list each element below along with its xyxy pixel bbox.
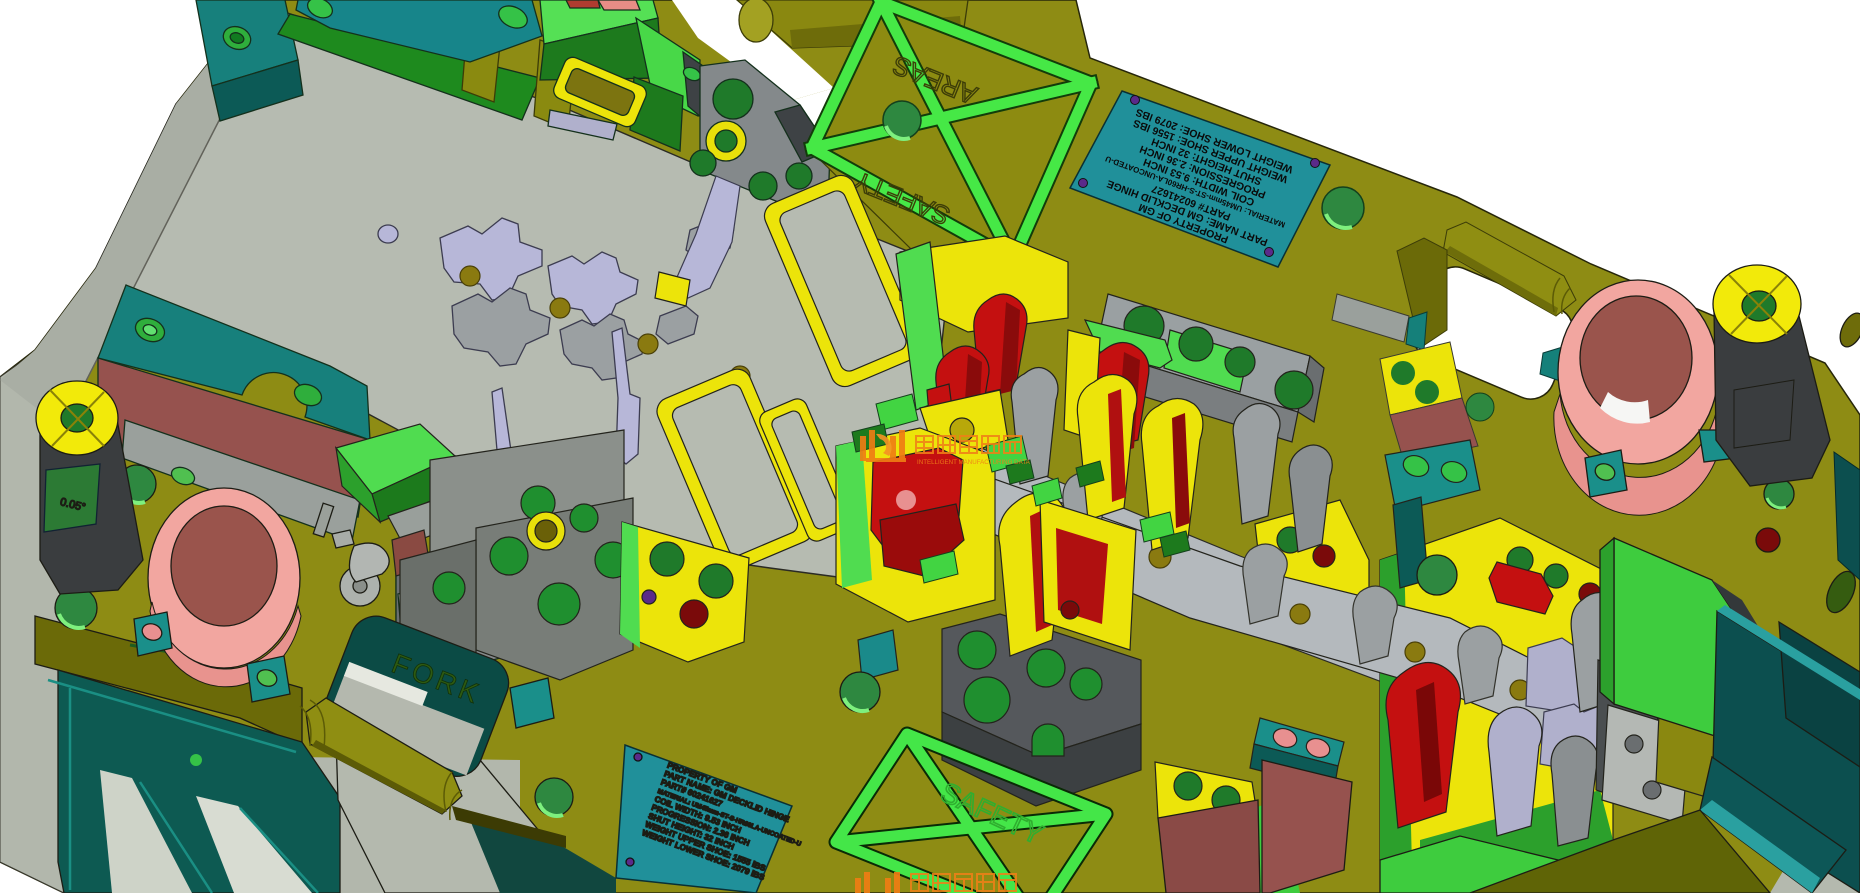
- svg-text:INTELLIGENT MANUFACTURING DATA: INTELLIGENT MANUFACTURING DATA: [917, 459, 1031, 466]
